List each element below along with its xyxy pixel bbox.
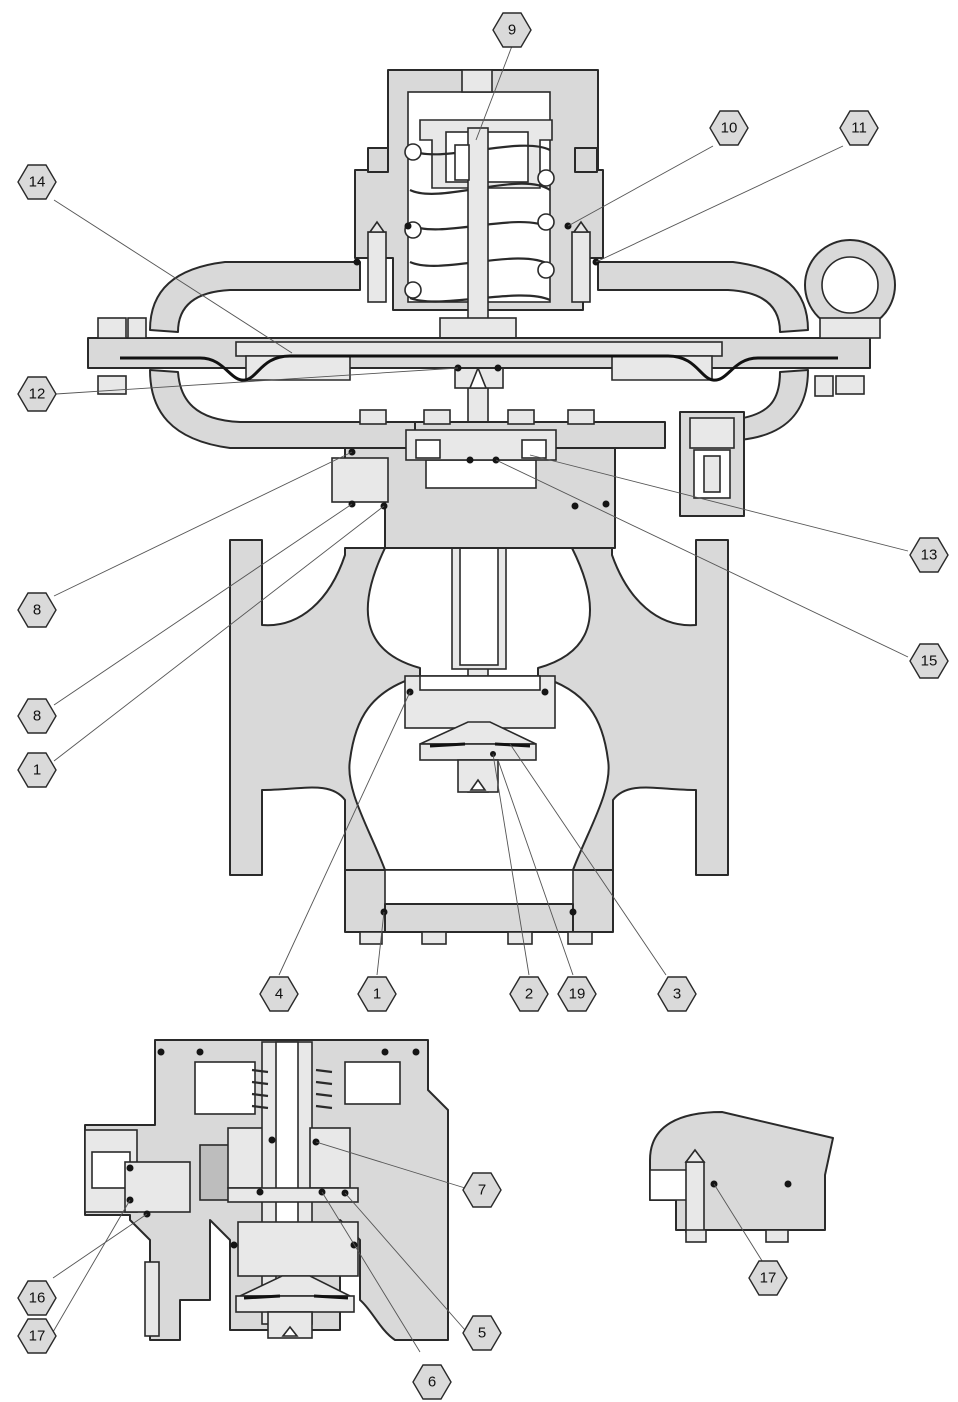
valve-neck bbox=[331, 429, 616, 549]
callout-label: 15 bbox=[921, 653, 938, 670]
callout-label: 2 bbox=[525, 986, 533, 1003]
callout-17-right: 17 bbox=[748, 1260, 788, 1296]
callout-label: 17 bbox=[760, 1270, 777, 1287]
callout-label: 5 bbox=[478, 1325, 486, 1342]
callout-label: 17 bbox=[29, 1328, 46, 1345]
callout-1-bottom: 1 bbox=[357, 976, 397, 1012]
callout-14: 14 bbox=[17, 164, 57, 200]
valve-body bbox=[229, 539, 729, 945]
callout-1-left: 1 bbox=[17, 752, 57, 788]
detail-section-right bbox=[649, 1111, 834, 1243]
callout-10: 10 bbox=[709, 110, 749, 146]
leader-lines bbox=[52, 45, 909, 1353]
callout-label: 11 bbox=[851, 120, 867, 137]
callout-5: 5 bbox=[462, 1315, 502, 1351]
callout-16: 16 bbox=[17, 1280, 57, 1316]
callout-label: 9 bbox=[508, 22, 516, 39]
callout-label: 6 bbox=[428, 1374, 436, 1391]
callout-19: 19 bbox=[557, 976, 597, 1012]
callout-label: 8 bbox=[33, 708, 41, 725]
callout-label: 3 bbox=[673, 986, 681, 1003]
relief-valve bbox=[679, 411, 745, 517]
diaphragm-housing bbox=[87, 239, 896, 449]
callout-label: 19 bbox=[569, 986, 586, 1003]
callout-11: 11 bbox=[839, 110, 879, 146]
callout-12: 12 bbox=[17, 376, 57, 412]
callout-label: 4 bbox=[275, 986, 283, 1003]
callout-label: 16 bbox=[29, 1290, 46, 1307]
callout-label: 8 bbox=[33, 602, 41, 619]
callout-label: 1 bbox=[373, 986, 381, 1003]
callout-8-lower: 8 bbox=[17, 698, 57, 734]
callout-9: 9 bbox=[492, 12, 532, 48]
callout-17-left: 17 bbox=[17, 1318, 57, 1354]
main-valve-section bbox=[87, 69, 896, 945]
callout-2: 2 bbox=[509, 976, 549, 1012]
callout-13: 13 bbox=[909, 537, 949, 573]
callout-8-upper: 8 bbox=[17, 592, 57, 628]
callout-label: 10 bbox=[721, 120, 738, 137]
callout-label: 7 bbox=[478, 1182, 486, 1199]
callout-label: 1 bbox=[33, 762, 41, 779]
callout-label: 14 bbox=[29, 174, 46, 191]
valve-stem bbox=[439, 127, 517, 793]
callout-label: 13 bbox=[921, 547, 938, 564]
callout-6: 6 bbox=[412, 1364, 452, 1400]
callout-7: 7 bbox=[462, 1172, 502, 1208]
detail-section-left bbox=[84, 1039, 449, 1341]
callout-label: 12 bbox=[29, 386, 46, 403]
callout-4: 4 bbox=[259, 976, 299, 1012]
callout-3: 3 bbox=[657, 976, 697, 1012]
callout-15: 15 bbox=[909, 643, 949, 679]
